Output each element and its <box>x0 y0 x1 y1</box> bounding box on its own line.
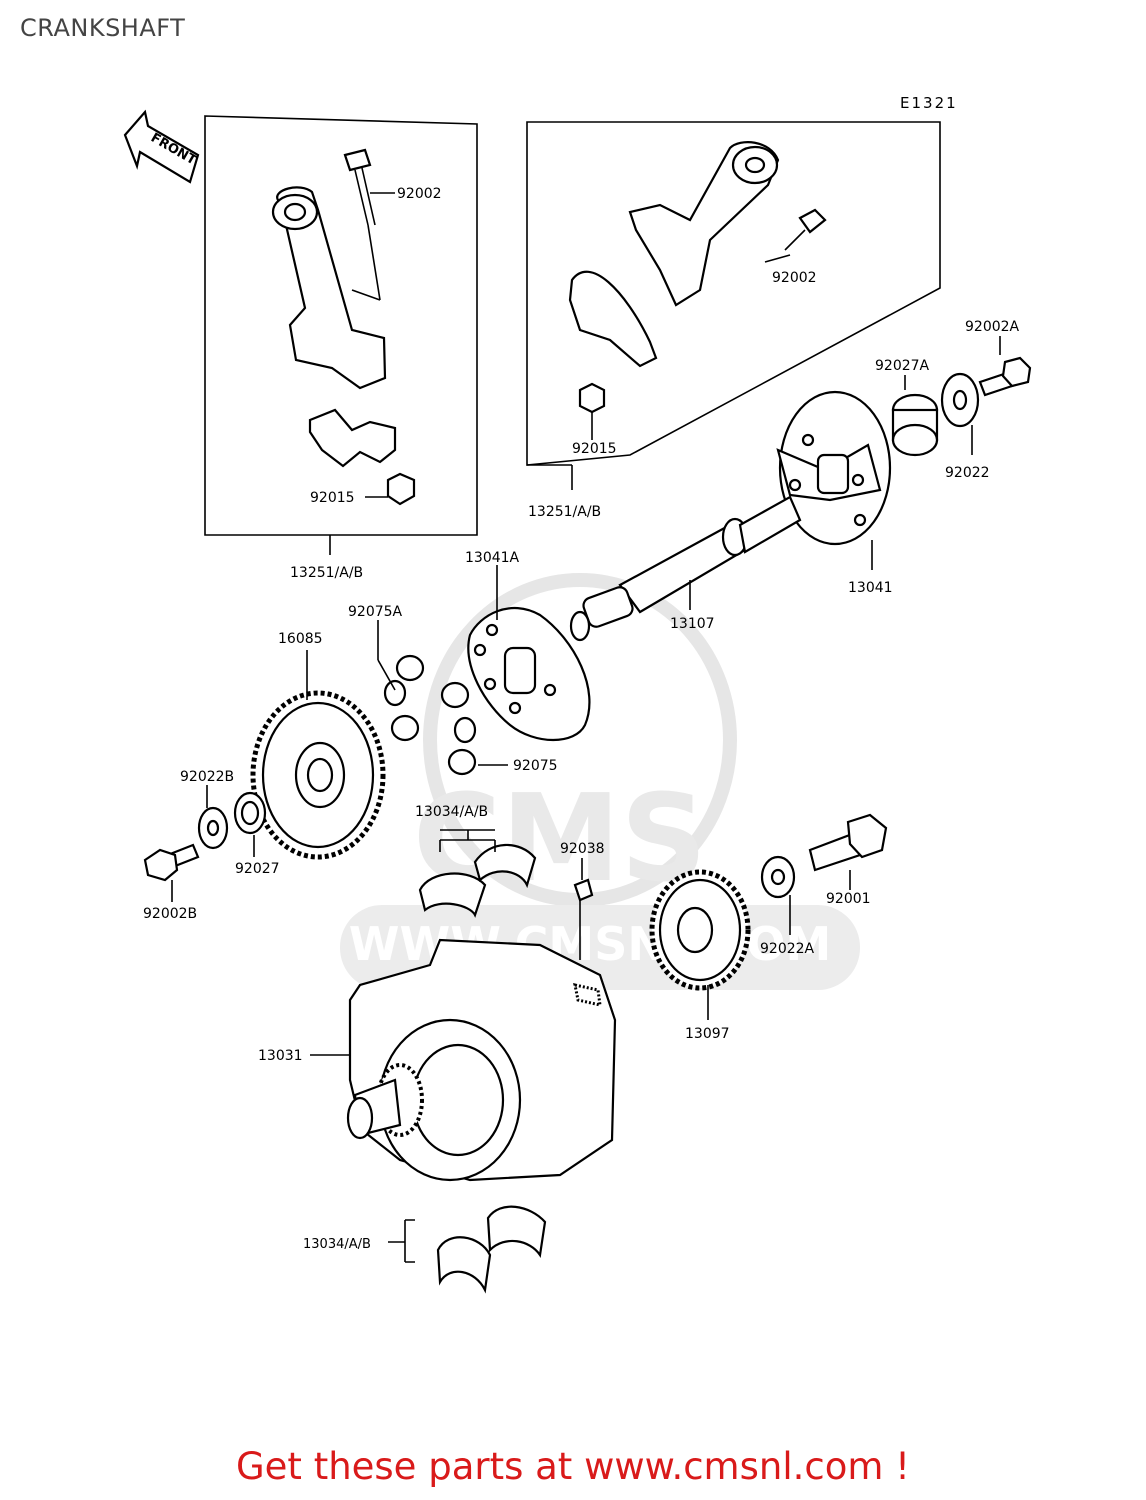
gear-13097 <box>649 869 751 991</box>
label-92075: 92075 <box>513 758 558 774</box>
watermark-url: WWW.CMSNL.COM <box>349 917 832 971</box>
washer-92022 <box>940 372 980 428</box>
label-13251-left: 13251/A/B <box>290 565 363 581</box>
label-13034-upper: 13034/A/B <box>415 804 488 820</box>
label-92027: 92027 <box>235 861 280 877</box>
bolt-92001 <box>808 813 888 872</box>
label-92022: 92022 <box>945 465 990 481</box>
label-16085: 16085 <box>278 631 323 647</box>
label-92001: 92001 <box>826 891 871 907</box>
diagram-ref-code: E1321 <box>900 94 958 112</box>
label-92015-right: 92015 <box>572 441 617 457</box>
crankshaft-13031 <box>346 938 617 1182</box>
promo-banner[interactable]: Get these parts at www.cmsnl.com ! <box>235 1445 910 1488</box>
label-13107: 13107 <box>670 616 715 632</box>
label-13031: 13031 <box>258 1048 303 1064</box>
crank-disk-13041 <box>776 390 892 546</box>
key-92038 <box>573 878 594 902</box>
connecting-rod-left <box>271 148 416 506</box>
label-13097: 13097 <box>685 1026 730 1042</box>
watermark-logo: CMS WWW.CMSNL.COM <box>340 573 860 990</box>
label-13034-lower: 13034/A/B <box>303 1237 371 1252</box>
bolt-92002a <box>978 356 1032 397</box>
label-92002b: 92002B <box>143 906 197 922</box>
bearing-13034-upper <box>418 843 537 918</box>
page-title: CRANKSHAFT <box>20 14 186 42</box>
label-92015-left: 92015 <box>310 490 355 506</box>
shaft-13107 <box>569 495 802 642</box>
label-92027a: 92027A <box>875 358 930 374</box>
roller-92075a <box>383 654 470 742</box>
roller-92075 <box>447 716 477 776</box>
label-13041a: 13041A <box>465 550 520 566</box>
front-arrow-icon: FRONT <box>123 109 200 184</box>
washer-92022b <box>197 806 229 850</box>
plate-13041a <box>467 606 591 742</box>
washer-92022a <box>760 855 796 899</box>
gear-16085 <box>250 690 386 860</box>
label-92002-left: 92002 <box>397 186 442 202</box>
right-part-box <box>526 121 941 466</box>
label-92022b: 92022B <box>180 769 234 785</box>
label-92022a: 92022A <box>760 941 815 957</box>
label-92038: 92038 <box>560 841 605 857</box>
bearing-13034-lower <box>436 1205 547 1294</box>
left-part-box <box>204 115 478 536</box>
bolt-92002b <box>143 843 200 882</box>
connecting-rod-right <box>568 141 827 414</box>
label-13251-right: 13251/A/B <box>528 504 601 520</box>
label-92002a: 92002A <box>965 319 1020 335</box>
label-92075a: 92075A <box>348 604 403 620</box>
crankshaft-exploded-diagram: CMS WWW.CMSNL.COM FRONT E1321 <box>123 94 1032 1294</box>
label-92002-right: 92002 <box>772 270 817 286</box>
label-13041: 13041 <box>848 580 893 596</box>
collar-92027a <box>891 393 939 457</box>
collar-92027 <box>233 791 267 835</box>
